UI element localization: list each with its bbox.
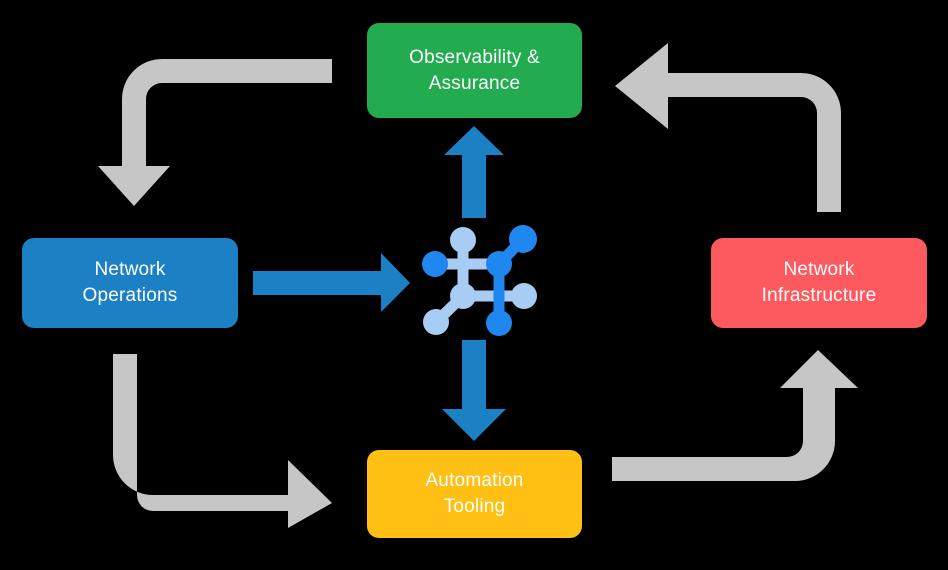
node-network-infrastructure-label-line1: Network [783, 259, 855, 281]
node-automation-tooling-label-line2: Tooling [443, 496, 506, 517]
node-network-infrastructure-label-line2: Infrastructure [761, 285, 877, 306]
node-observability-assurance[interactable]: Observability & Assurance [367, 23, 582, 118]
arrow-observability-to-operations-icon [98, 59, 332, 206]
node-automation-tooling-label-line1: Automation [425, 470, 524, 492]
node-network-operations[interactable]: Network Operations [22, 238, 238, 328]
arrow-center-to-automation-icon [442, 340, 506, 441]
node-network-operations-label-line2: Operations [82, 285, 178, 306]
node-automation-tooling[interactable]: Automation Tooling [367, 450, 582, 538]
node-network-infrastructure[interactable]: Network Infrastructure [711, 238, 927, 328]
arrow-operations-to-center-icon [253, 253, 410, 312]
arrow-infrastructure-to-observability-icon [615, 43, 841, 212]
network-icon-nodes [422, 225, 537, 336]
arrow-operations-to-automation-icon [113, 354, 332, 528]
node-network-operations-label-line1: Network [94, 259, 166, 281]
node-observability-label-line2: Assurance [428, 72, 521, 94]
arrow-center-to-observability-icon [444, 126, 504, 218]
node-observability-label-line1: Observability & [409, 46, 540, 68]
arrow-automation-to-infrastructure-icon [612, 350, 858, 481]
